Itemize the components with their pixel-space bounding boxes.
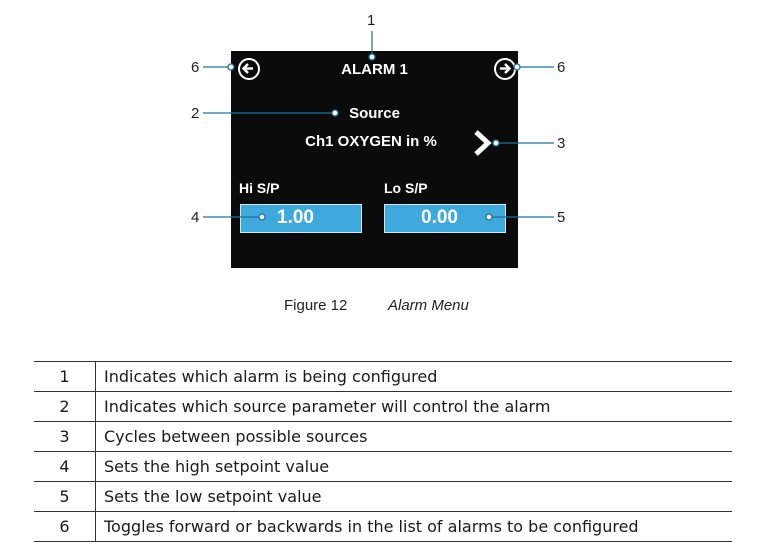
callout-6-right: 6 (557, 59, 566, 76)
table-row: 4 Sets the high setpoint value (34, 451, 732, 482)
row-description: Indicates which source parameter will co… (95, 391, 732, 422)
row-description: Sets the low setpoint value (95, 481, 732, 512)
row-number: 5 (34, 481, 96, 512)
row-number: 4 (34, 451, 96, 482)
source-value: Ch1 OXYGEN in % (305, 133, 437, 150)
table-row: 1 Indicates which alarm is being configu… (34, 361, 732, 392)
row-description: Cycles between possible sources (95, 421, 732, 452)
row-description: Sets the high setpoint value (95, 451, 732, 482)
figure-alarm-menu: ALARM 1 Source Ch1 OXYGEN in % Hi S/P Lo… (191, 12, 566, 314)
lo-setpoint-field[interactable]: 0.00 (384, 204, 506, 233)
callout-leader-lines (203, 31, 554, 221)
circle-arrow-right-icon (500, 63, 512, 74)
callout-2: 2 (191, 105, 200, 122)
row-number: 3 (34, 421, 96, 452)
callout-5: 5 (557, 209, 566, 226)
table-row: 5 Sets the low setpoint value (34, 481, 732, 512)
callout-6-left: 6 (191, 59, 200, 76)
legend-table: 1 Indicates which alarm is being configu… (34, 361, 732, 542)
table-row: 2 Indicates which source parameter will … (34, 391, 732, 422)
chevron-right-icon[interactable] (472, 128, 494, 158)
row-number: 2 (34, 391, 96, 422)
callout-3: 3 (557, 135, 566, 152)
callout-1: 1 (367, 12, 376, 29)
row-description: Toggles forward or backwards in the list… (95, 511, 732, 542)
circle-arrow-left-icon (241, 63, 253, 74)
previous-alarm-button[interactable] (238, 58, 260, 80)
alarm-title: ALARM 1 (341, 61, 408, 78)
row-number: 1 (34, 361, 96, 392)
table-row: 6 Toggles forward or backwards in the li… (34, 511, 732, 542)
figure-title: Alarm Menu (388, 297, 469, 314)
callout-4: 4 (191, 209, 200, 226)
row-number: 6 (34, 511, 96, 542)
source-label: Source (349, 105, 400, 122)
hi-setpoint-label: Hi S/P (239, 180, 280, 196)
lo-setpoint-label: Lo S/P (384, 180, 428, 196)
table-row: 3 Cycles between possible sources (34, 421, 732, 452)
figure-number: Figure 12 (284, 297, 348, 314)
row-description: Indicates which alarm is being configure… (95, 361, 732, 392)
